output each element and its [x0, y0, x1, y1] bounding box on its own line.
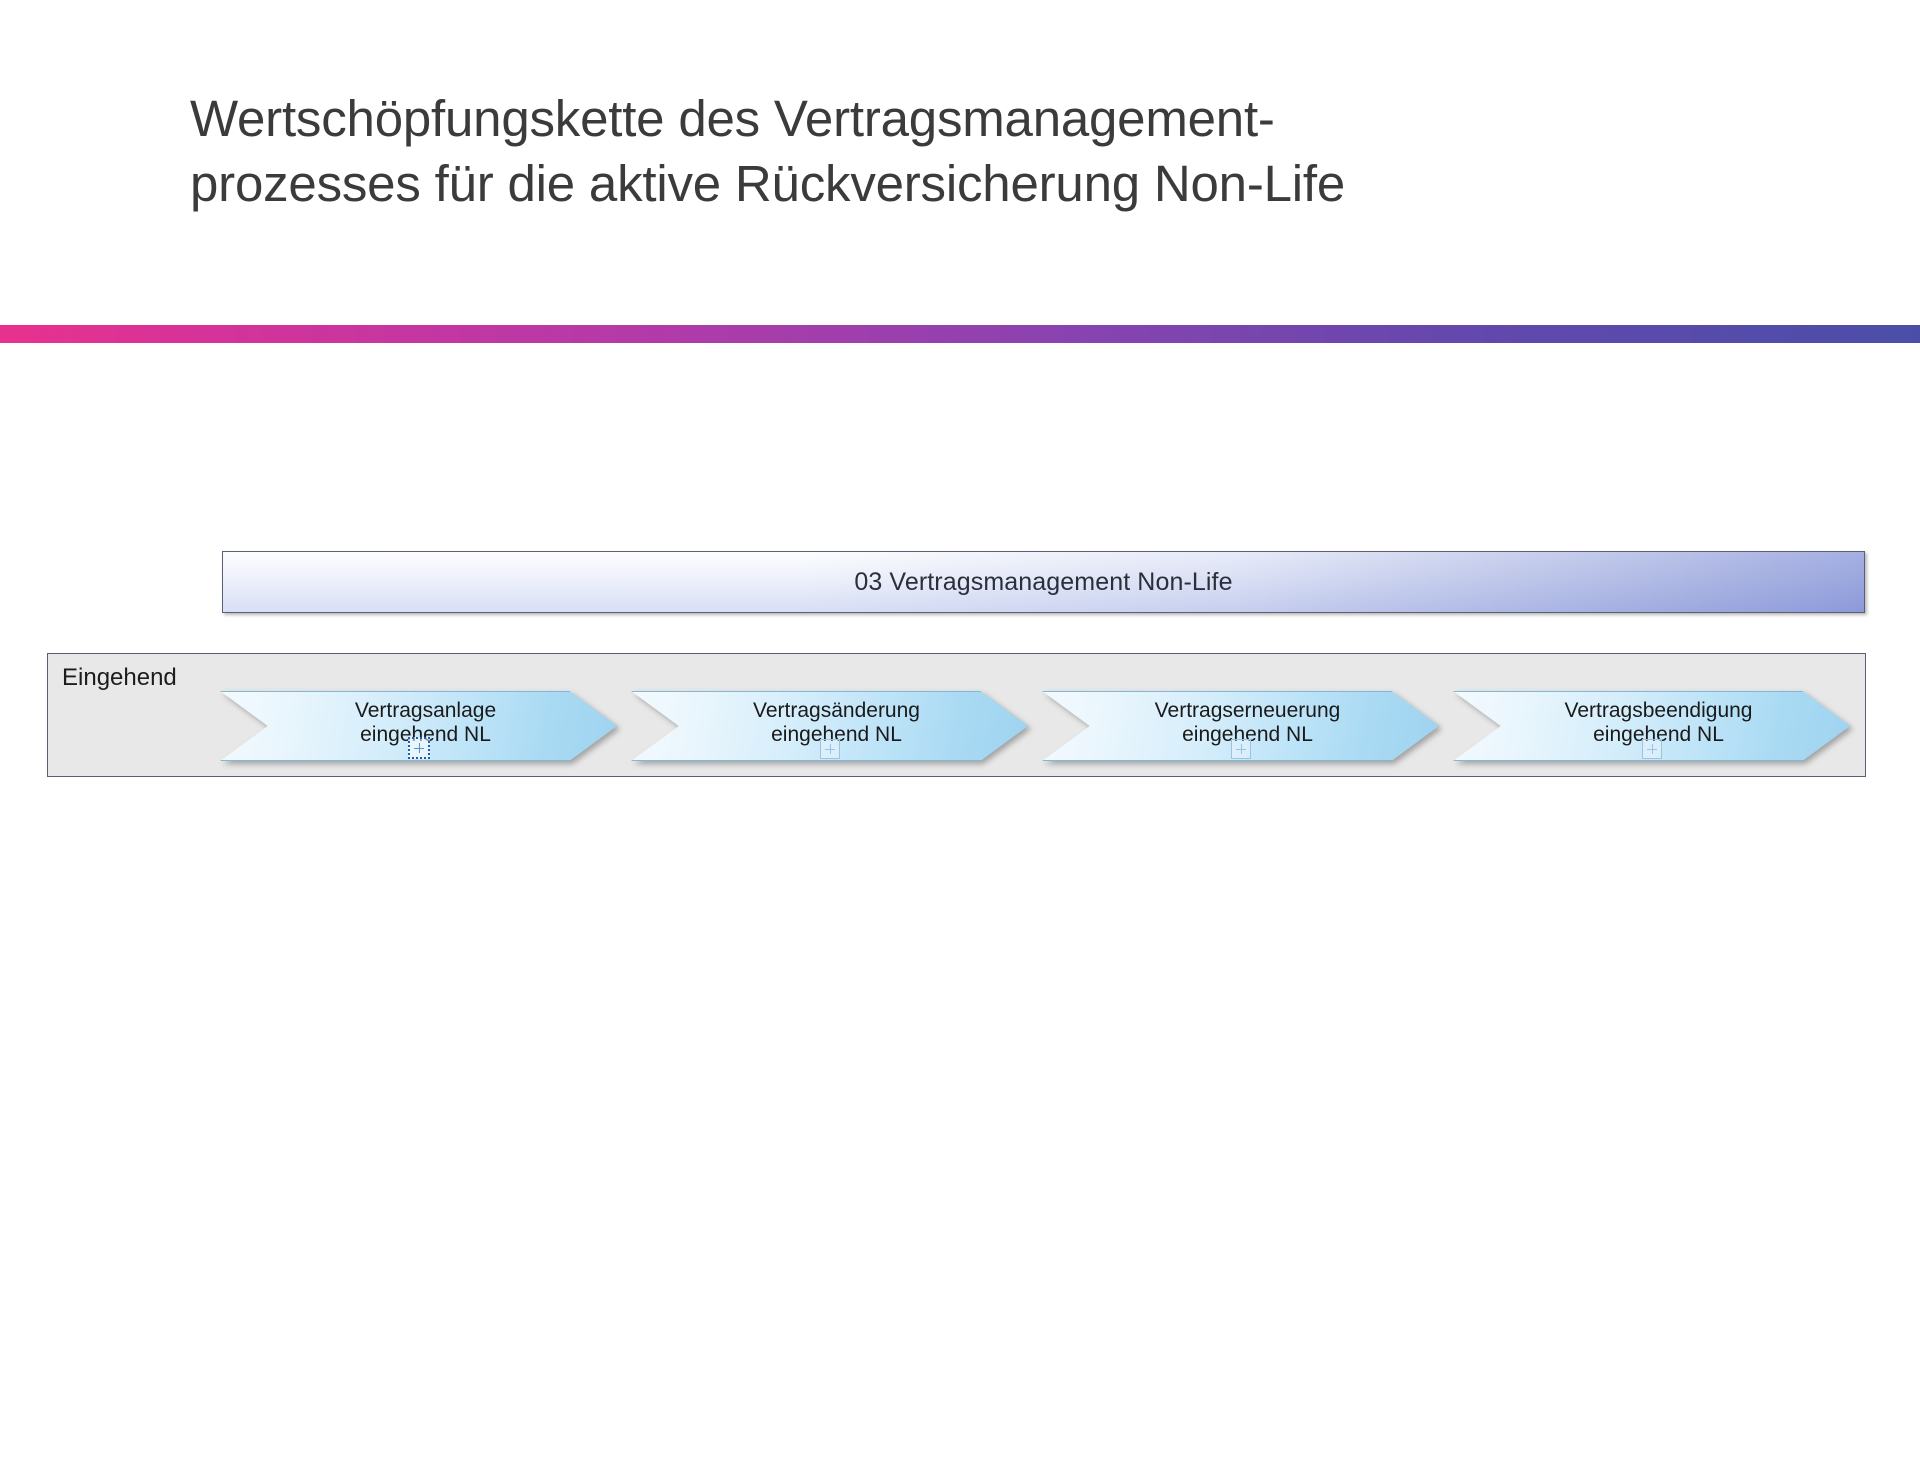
process-step-vertragsbeendigung[interactable]: Vertragsbeendigung eingehend NL [1453, 691, 1850, 761]
process-step-label: Vertragsanlage eingehend NL [354, 698, 497, 746]
accent-gradient-rule [0, 325, 1920, 343]
expand-plus-icon[interactable] [1230, 739, 1251, 759]
expand-plus-icon[interactable] [1641, 739, 1662, 759]
process-step-row: Vertragsanlage eingehend NL Vertragsände… [220, 691, 1850, 761]
process-step-vertragsanlage[interactable]: Vertragsanlage eingehend NL [220, 691, 617, 761]
process-step-vertragserneuerung[interactable]: Vertragserneuerung eingehend NL [1042, 691, 1439, 761]
process-step-label: Vertragsbeendigung eingehend NL [1564, 698, 1753, 746]
process-step-label: Vertragsänderung eingehend NL [753, 698, 920, 746]
lane-label: Eingehend [62, 664, 177, 691]
process-header-bar[interactable]: 03 Vertragsmanagement Non-Life [222, 551, 1865, 613]
page-title: Wertschöpfungskette des Vertragsmanageme… [190, 90, 1346, 213]
lane-eingehend: Eingehend Vertragsanlage eingehend NL Ve… [47, 653, 1866, 777]
process-step-vertragsaenderung[interactable]: Vertragsänderung eingehend NL [631, 691, 1028, 761]
process-step-label: Vertragserneuerung eingehend NL [1154, 698, 1341, 746]
process-header-label: 03 Vertragsmanagement Non-Life [854, 567, 1233, 596]
expand-plus-icon[interactable] [819, 739, 840, 759]
expand-plus-icon[interactable] [407, 737, 430, 759]
